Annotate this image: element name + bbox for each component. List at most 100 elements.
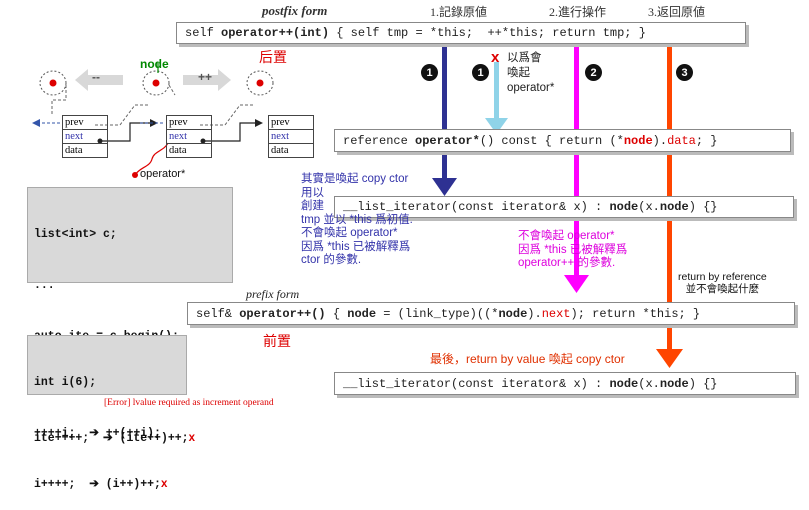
step-1b-circle: 1 (472, 64, 489, 81)
cc2-mid: (x. (638, 376, 660, 391)
code-line: i++++; ➔ (i++)++;x (34, 476, 180, 493)
copy-ctor-code-2: __list_iterator(const iterator& x) : nod… (334, 372, 796, 395)
lightblue-arrow-head (485, 118, 508, 134)
code-line: ++++i; ➔ ++(++i); (34, 427, 161, 440)
right-node-dot (256, 79, 264, 87)
cell-prev: prev (166, 115, 212, 130)
prefix-chinese-label: 前置 (263, 335, 291, 350)
cell-data: data (166, 143, 212, 158)
magenta-arrow-shaft (574, 40, 579, 276)
postfix-code-pre: self (185, 26, 222, 40)
list-node-right: prev next data (268, 115, 314, 158)
cc2-node: node (609, 376, 639, 391)
step-1-circle: 1 (421, 64, 438, 81)
step3-label: 3.返回原値 (648, 5, 706, 19)
cc2-node2: node (659, 376, 689, 391)
list-node-center: prev next data (166, 115, 212, 158)
dashed-link-3 (200, 104, 255, 126)
center-node-dot (152, 79, 160, 87)
cell-data: data (268, 143, 314, 158)
left-node-dot (49, 79, 57, 87)
copy-ctor-note: 其實是喚起 copy ctor 用以 創建 tmp 並以 *this 爲初值. … (301, 173, 413, 266)
magenta-arrow-head (564, 275, 589, 293)
magenta-note: 不會喚起 operator* 因爲 *this 已被解釋爲 operator++… (518, 230, 628, 269)
postfix-chinese-label: 后置 (259, 51, 287, 66)
right-node-blob (246, 70, 274, 96)
step1-label: 1.記錄原値 (430, 5, 488, 19)
node-label: node (140, 57, 169, 71)
next-link-2-head (255, 119, 263, 127)
operator-squiggle (134, 142, 169, 176)
error-x-mark: x (160, 478, 168, 490)
minus-minus-label: -- (92, 70, 100, 84)
navy-arrow-shaft (442, 40, 447, 180)
pre-mid1: { (325, 306, 348, 321)
cc2-pre: __list_iterator(const iterator& x) : (343, 376, 610, 391)
pre-post: ); return *this; } (570, 306, 701, 321)
list-node-left: prev next data (62, 115, 108, 158)
dashed-link-4 (168, 84, 176, 96)
minus-minus-arrow (75, 69, 123, 91)
prefix-operator-code: self& operator++() { node = (link_type)(… (187, 302, 795, 325)
step-3-circle: 3 (676, 64, 693, 81)
postfix-operator-code: self operator++(int) { self tmp = *this;… (176, 22, 746, 44)
cc1-mid: (x. (638, 200, 660, 214)
ref-data: data (667, 133, 696, 148)
lightblue-arrow-shaft (494, 62, 499, 120)
pre-op: operator++() (239, 306, 326, 321)
pre-pre: self& (196, 306, 240, 321)
orange-arrow-head (656, 349, 683, 368)
code-line: list<int> c; (34, 228, 117, 241)
code-line: ... (34, 279, 55, 292)
ref-mid: () const { return (* (479, 133, 624, 148)
reference-operator-code: reference operator*() const { return (*n… (334, 129, 791, 152)
return-by-reference-note: return by reference 並不會喚起什麼 (678, 271, 767, 295)
ref-pre: reference (343, 133, 416, 148)
ref-node: node (623, 133, 653, 148)
ref-mid2: ). (652, 133, 668, 148)
pre-next: next (541, 306, 571, 321)
next-link-1-head (150, 119, 158, 127)
ref-post: ; } (695, 133, 718, 148)
code-line: int i(6); (34, 376, 97, 389)
code-line-text: i++++; ➔ (i++)++; (34, 478, 161, 491)
final-note: 最後，return by value 喚起 copy ctor (430, 352, 625, 366)
cc1-node2: node (659, 200, 689, 214)
pre-node2: node (498, 306, 528, 321)
pre-mid2: = (link_type)((* (376, 306, 499, 321)
plus-plus-arrow (183, 69, 231, 91)
cc1-node: node (609, 200, 639, 214)
operator-dot (132, 172, 138, 178)
deref-note: 以爲會 喚起 operator* (507, 52, 555, 94)
postfix-form-label: postfix form (262, 3, 328, 18)
cell-data: data (62, 143, 108, 158)
plus-plus-label: ++ (198, 70, 213, 84)
copy-ctor-code-1: __list_iterator(const iterator& x) : nod… (334, 196, 794, 218)
cc1-pre: __list_iterator(const iterator& x) : (343, 200, 610, 214)
deref-x-mark: x (491, 49, 500, 66)
prev-link-left-head (32, 119, 40, 127)
cell-next: next (268, 129, 314, 144)
left-node-blob (39, 70, 67, 96)
postfix-code-post: { self tmp = *this; ++*this; return tmp;… (329, 26, 646, 40)
pre-node1: node (347, 306, 377, 321)
ref-op: operator* (415, 133, 480, 148)
navy-arrow-head (432, 178, 457, 196)
center-node-blob (142, 70, 170, 96)
pre-mid3: ). (527, 306, 542, 321)
dashed-link-1 (51, 85, 67, 115)
cc1-post: ) {} (688, 200, 718, 214)
cell-next: next (62, 129, 108, 144)
cc2-post: ) {} (688, 376, 718, 391)
int-code-box: int i(6); ++++i; ➔ ++(++i); i++++; ➔ (i+… (27, 335, 187, 491)
cell-next: next (166, 129, 212, 144)
step2-label: 2.進行操作 (549, 5, 607, 19)
next-link-2 (203, 122, 255, 142)
operator-star-label: operator* (140, 168, 186, 180)
list-code-box: list<int> c; ... auto ite = c.begin(); +… (27, 187, 233, 445)
dashed-link-2 (95, 104, 150, 126)
cell-prev: prev (268, 115, 314, 130)
step-2-circle: 2 (585, 64, 602, 81)
prefix-form-label: prefix form (246, 287, 300, 301)
error-x-mark: x (188, 432, 195, 444)
